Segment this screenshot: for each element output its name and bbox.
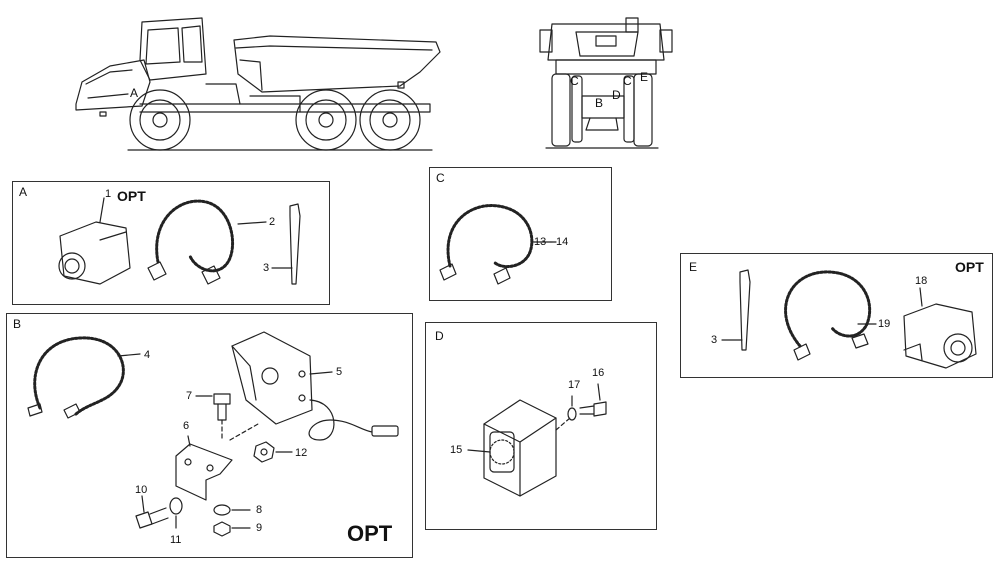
- callout-15: 15: [450, 444, 463, 456]
- panel-c-parts: [439, 204, 557, 285]
- callout-17: 17: [568, 379, 581, 391]
- detail-panel-d: D 15 16 17: [425, 322, 657, 530]
- panel-title: E: [689, 260, 698, 274]
- callout-2: 2: [269, 216, 276, 228]
- callout-3: 3: [711, 334, 718, 346]
- panel-d-parts: [467, 383, 607, 497]
- optional-label: OPT: [955, 259, 984, 275]
- truck-rear-view: [539, 17, 673, 149]
- callout-10: 10: [135, 484, 148, 496]
- callout-4: 4: [144, 349, 151, 361]
- callout-5: 5: [336, 366, 343, 378]
- panel-e-parts: [721, 269, 977, 369]
- panel-title: C: [436, 171, 445, 185]
- callout-12: 12: [295, 447, 308, 459]
- panel-b-parts: [27, 331, 399, 537]
- view-marker-e: E: [640, 70, 649, 84]
- detail-panel-a: A OPT 1 2 3: [12, 181, 330, 305]
- view-marker-b: B: [595, 96, 604, 110]
- callout-18: 18: [915, 275, 928, 287]
- detail-panel-e: E OPT 3 18 19: [680, 253, 993, 378]
- callout-1: 1: [105, 188, 112, 200]
- view-marker-c-right: C: [623, 74, 632, 88]
- callout-6: 6: [183, 420, 190, 432]
- optional-label: OPT: [347, 521, 393, 546]
- detail-panel-c: C 13 - 14: [429, 167, 612, 301]
- panel-title: D: [435, 329, 444, 343]
- callout-13-14: 13 - 14: [534, 236, 569, 248]
- panel-a-parts: [58, 197, 301, 285]
- truck-side-view: [75, 17, 441, 151]
- optional-label: OPT: [117, 188, 146, 204]
- callout-8: 8: [256, 504, 263, 516]
- callout-19: 19: [878, 318, 891, 330]
- view-marker-d: D: [612, 88, 621, 102]
- panel-title: A: [19, 185, 28, 199]
- callout-16: 16: [592, 367, 605, 379]
- callout-3: 3: [263, 262, 270, 274]
- panel-title: B: [13, 317, 22, 331]
- callout-9: 9: [256, 522, 263, 534]
- detail-panel-b: B OPT 4 5 6 7 8 9 10 11 12: [6, 313, 413, 558]
- view-marker-a: A: [130, 86, 139, 100]
- view-marker-c-left: C: [570, 74, 579, 88]
- callout-7: 7: [186, 390, 193, 402]
- callout-11: 11: [170, 534, 182, 546]
